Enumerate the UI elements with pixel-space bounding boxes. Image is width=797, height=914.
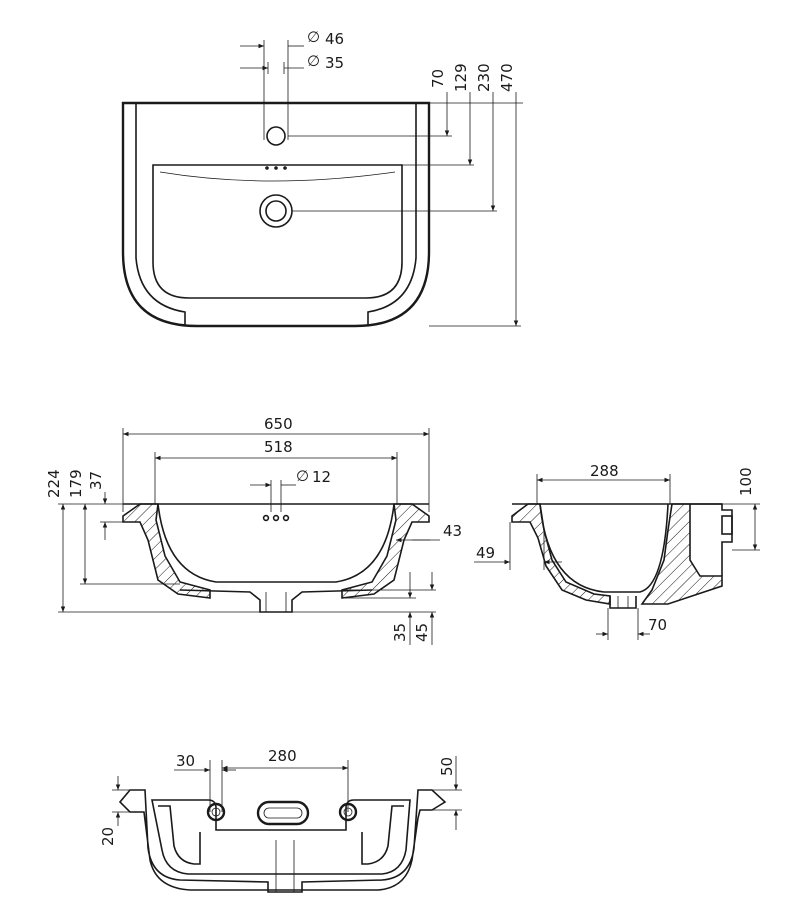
base-profile [179,589,373,613]
dim-45: 45 [413,623,431,642]
dim-650: 650 [264,415,293,433]
bowl-inner-rim [159,171,396,182]
overflow-hole [262,514,270,522]
bowl-profile [157,503,395,583]
rear-cavity [690,503,733,576]
waste-outlet-inner [265,200,287,222]
waste-side [609,596,637,609]
overflow-hole [265,166,269,170]
dim-100: 100 [737,467,755,496]
dim-20: 20 [99,827,117,846]
dim-dia-12: 12 [312,468,331,486]
dim-470: 470 [498,63,516,92]
diameter-symbol: ∅ [307,28,320,46]
overflow-hole [283,166,287,170]
side-section-view: 288 100 49 70 [474,462,760,640]
tap-hole [266,126,286,146]
dim-70: 70 [429,69,447,88]
bowl-profile-side [539,503,669,593]
top-view: ∅ 46 ∅ 35 70 129 230 470 [121,28,523,328]
rear-wall-section [640,503,723,605]
dim-288: 288 [590,462,619,480]
rear-section-view: 30 280 50 20 [99,747,462,893]
right-ledge [367,103,417,326]
dim-70: 70 [648,616,667,634]
overflow-hole [274,166,278,170]
left-ledge [135,103,186,326]
dim-50: 50 [438,757,456,776]
overflow-hole [282,514,290,522]
diameter-symbol: ∅ [307,52,320,70]
diameter-symbol: ∅ [296,467,309,485]
fixing-hole-left [206,802,226,822]
overflow-fitting [721,515,733,535]
bowl-outline [152,164,403,299]
dim-dia-46: 46 [325,30,344,48]
overflow-slot [256,800,310,826]
front-section-view: 650 518 ∅ 12 224 179 37 43 [45,415,462,645]
dim-224: 224 [45,469,63,498]
dim-43: 43 [443,522,462,540]
right-wall-section [341,503,430,599]
inner-channel [158,805,201,865]
rear-outer-outline [118,789,447,893]
dim-129: 129 [452,63,470,92]
dim-37: 37 [87,471,105,490]
dim-179: 179 [67,469,85,498]
dim-230: 230 [475,63,493,92]
dim-30: 30 [176,752,195,770]
basin-outline [121,101,431,328]
dim-49: 49 [476,544,495,562]
overflow-hole [272,514,280,522]
dim-280: 280 [268,747,297,765]
inner-channel [361,805,404,865]
dim-518: 518 [264,438,293,456]
dim-35: 35 [391,623,409,642]
waste-outlet-outer [259,194,293,228]
front-wall-section [511,503,611,605]
dim-dia-35: 35 [325,54,344,72]
